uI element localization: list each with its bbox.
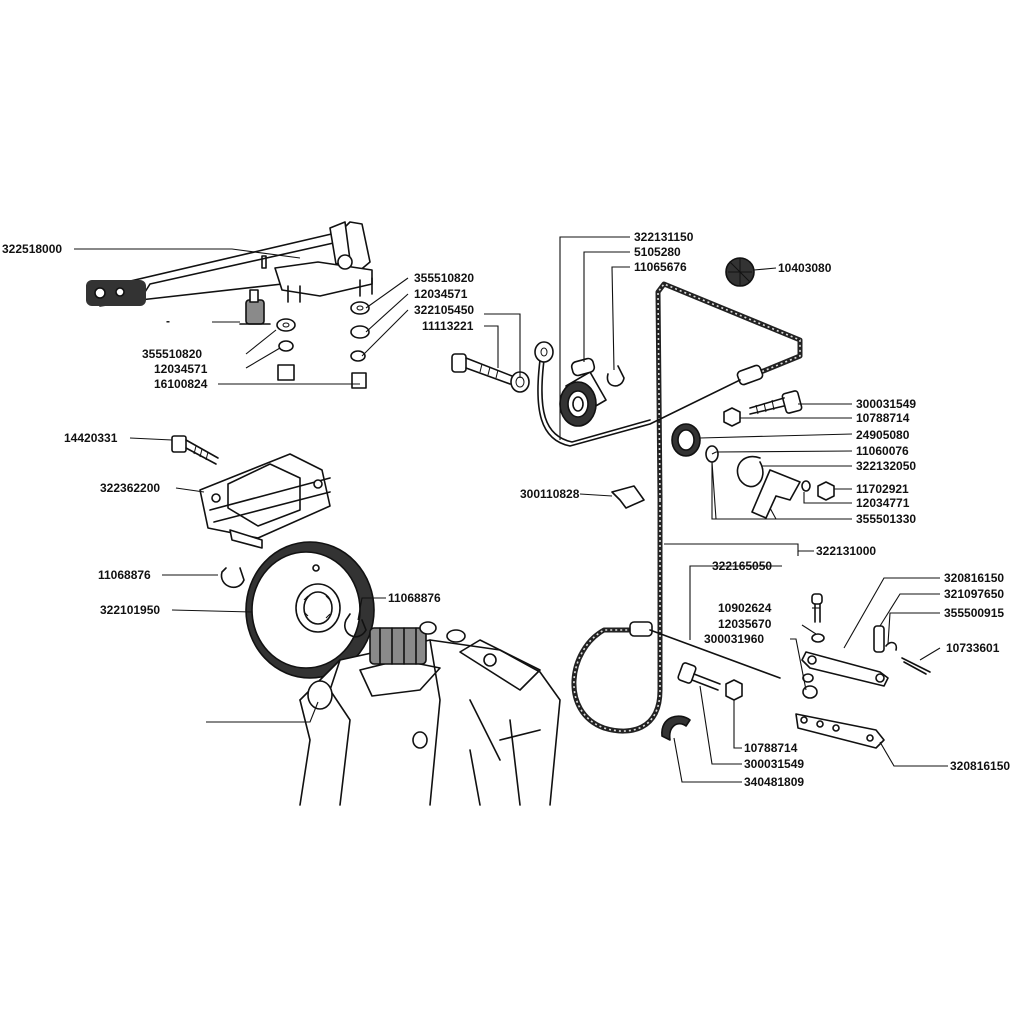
part-label-14420331: 14420331 xyxy=(64,431,118,445)
part-label-11113221: 11113221 xyxy=(422,319,474,333)
part-label-300031960: 300031960 xyxy=(704,632,764,646)
inner-cable-rod-illustration xyxy=(534,341,741,447)
pin-321097650-illustration xyxy=(873,625,885,653)
gearbox-housing-illustration xyxy=(299,621,561,806)
part-label-12034571-right: 12034571 xyxy=(414,287,468,301)
brake-cable-illustration xyxy=(571,281,803,734)
part-label-10788714-lower: 10788714 xyxy=(744,741,798,755)
washer-nut-stack-right xyxy=(350,301,370,389)
part-label-340481809: 340481809 xyxy=(744,775,804,789)
part-label-10403080: 10403080 xyxy=(778,261,832,275)
part-labels: 322518000 355510820 12034571 322105450 1… xyxy=(2,230,1010,789)
part-label-11068876-left: 11068876 xyxy=(98,568,151,582)
brake-disc-illustration xyxy=(245,541,375,679)
part-label-12035670: 12035670 xyxy=(718,617,772,631)
part-label-300031549-top: 300031549 xyxy=(856,397,916,411)
part-label-16100824: 16100824 xyxy=(154,377,208,391)
nut-10788714-lower-illustration xyxy=(725,679,743,701)
bracket-illustration xyxy=(751,469,801,519)
part-label-322131150: 322131150 xyxy=(634,230,694,244)
part-label-355510820-right: 355510820 xyxy=(414,271,474,285)
brake-caliper-illustration xyxy=(199,453,331,549)
part-label-322132050: 322132050 xyxy=(856,459,916,473)
bolt-11113221-illustration xyxy=(451,353,513,385)
bolt-14420331-illustration xyxy=(171,435,219,465)
part-label-320816150-lower: 320816150 xyxy=(950,759,1010,773)
washer-12035670-illustration xyxy=(811,633,825,643)
snap-ring-340481809-illustration xyxy=(661,715,691,741)
part-label-322105450: 322105450 xyxy=(414,303,474,317)
part-label-355501330: 355501330 xyxy=(856,512,916,526)
grommet-illustration xyxy=(725,257,755,287)
snap-ring-322132050-illustration xyxy=(736,455,764,488)
part-label-321097650: 321097650 xyxy=(944,587,1004,601)
part-label-322165050: 322165050 xyxy=(712,559,772,573)
part-label-11702921: 11702921 xyxy=(856,482,909,496)
unlabeled-marker: - xyxy=(166,314,170,328)
snap-ring-right-illustration xyxy=(344,613,367,638)
part-label-320816150-upper: 320816150 xyxy=(944,571,1004,585)
bolt-300031549-top-illustration xyxy=(749,390,803,415)
bolt-300031549-lower-illustration xyxy=(677,662,721,691)
lever-plate-320816150-lower-illustration xyxy=(795,713,885,749)
pin-5105280-illustration xyxy=(570,357,596,377)
pivot-pin-illustration xyxy=(239,289,271,325)
part-label-322131000: 322131000 xyxy=(816,544,876,558)
cable-clamp-illustration xyxy=(611,485,645,509)
part-label-10902624: 10902624 xyxy=(718,601,772,615)
part-label-5105280: 5105280 xyxy=(634,245,681,259)
part-label-300031549-lower: 300031549 xyxy=(744,757,804,771)
cylinder-housing-illustration xyxy=(559,371,607,427)
part-label-322101950: 322101950 xyxy=(100,603,160,617)
washer-12034771-illustration xyxy=(801,480,811,492)
washer-nut-stack-left xyxy=(276,318,296,381)
part-label-11060076: 11060076 xyxy=(856,444,909,458)
part-label-355500915: 355500915 xyxy=(944,606,1004,620)
bearing-illustration xyxy=(671,423,701,457)
part-label-10733601: 10733601 xyxy=(946,641,1000,655)
washer-355500915-illustration xyxy=(885,641,898,651)
part-label-355510820-left: 355510820 xyxy=(142,347,202,361)
nut-10788714-top-illustration xyxy=(723,407,741,427)
clevis-300031960-illustration xyxy=(802,673,818,699)
part-label-322518000: 322518000 xyxy=(2,242,62,256)
clip-11065676-illustration xyxy=(606,365,625,387)
screw-10902624-illustration xyxy=(811,593,823,623)
lever-plate-320816150-upper-illustration xyxy=(801,651,889,687)
part-label-24905080: 24905080 xyxy=(856,428,910,442)
part-label-12034571-left: 12034571 xyxy=(154,362,208,376)
snap-ring-left-illustration xyxy=(220,567,245,589)
nut-11702921-illustration xyxy=(817,481,835,501)
cotter-pin-10733601-illustration xyxy=(901,657,931,675)
part-label-300110828: 300110828 xyxy=(520,487,580,501)
part-label-12034771: 12034771 xyxy=(856,496,910,510)
part-label-11065676: 11065676 xyxy=(634,260,687,274)
leader-lines xyxy=(74,236,948,783)
part-label-11068876-right: 11068876 xyxy=(388,591,441,605)
lever-arm-illustration xyxy=(86,221,373,307)
part-label-10788714-top: 10788714 xyxy=(856,411,910,425)
part-label-322362200: 322362200 xyxy=(100,481,160,495)
bushing-illustration xyxy=(510,371,530,393)
